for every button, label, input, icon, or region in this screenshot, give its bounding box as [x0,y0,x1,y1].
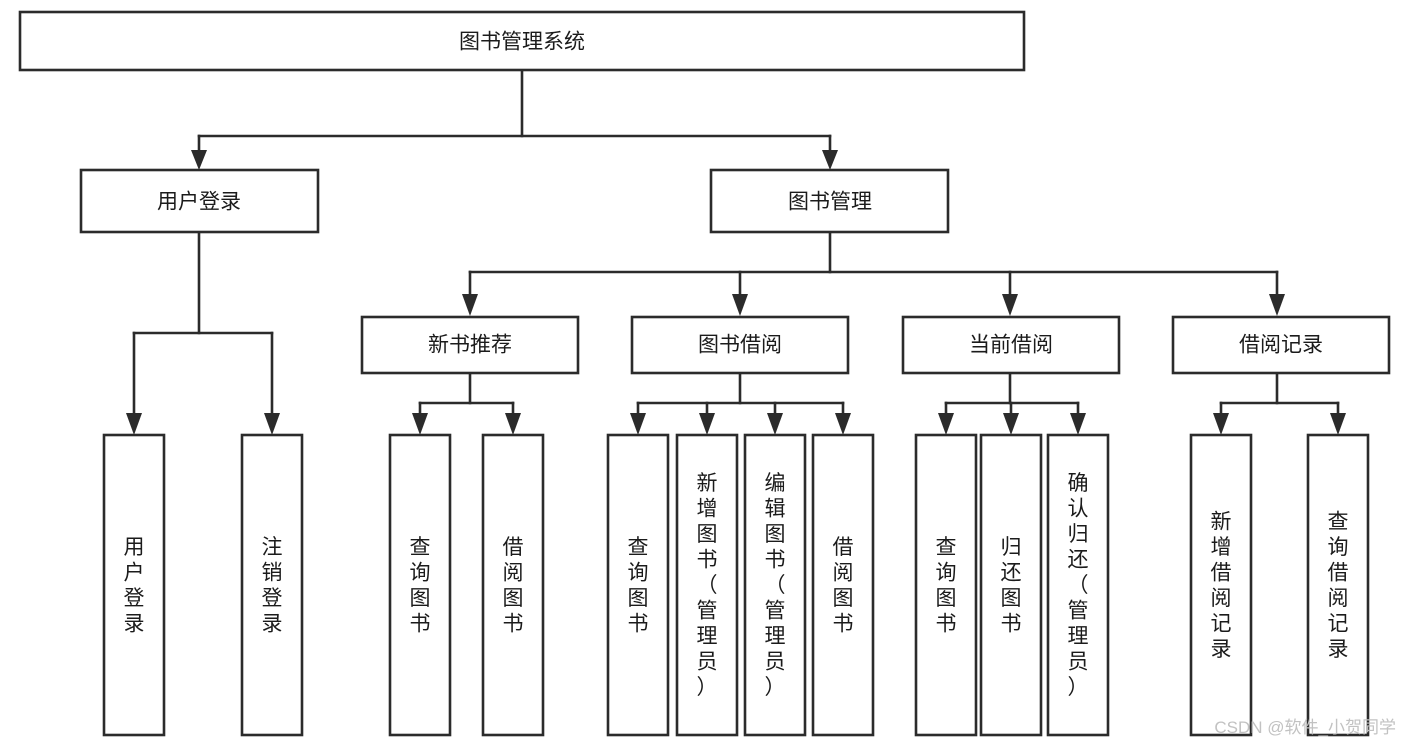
node-leaf-add-record[interactable]: 新增借阅记录 [1189,433,1253,737]
node-root-label: 图书管理系统 [459,31,585,54]
node-leaf-return-book[interactable]: 归还图书 [979,433,1043,737]
watermark-label: CSDN @软件_小贺同学 [1214,718,1396,737]
node-leaf-confirm-return[interactable]: 确认归还（管理员） [1046,433,1110,737]
arrowhead-user-login-leaf-2 [264,413,280,435]
node-user-login-box[interactable] [79,168,320,234]
node-borrow-record[interactable]: 借阅记录 [1171,315,1391,375]
node-leaf-add-record-box[interactable] [1189,433,1253,737]
arrowhead-new-book-leaf-2 [505,413,521,435]
node-leaf-user-login-box[interactable] [102,433,166,737]
node-leaf-borrow-book-2-box[interactable] [811,433,875,737]
node-user-login-label: 用户登录 [157,191,241,214]
node-leaf-user-logout-label: 注销登录 [262,536,283,636]
node-leaf-return-book-box[interactable] [979,433,1043,737]
node-leaf-user-login-label: 用户登录 [124,536,145,636]
node-current-borrow-label: 当前借阅 [969,334,1053,357]
node-leaf-edit-book-label: 编辑图书（管理员） [765,472,786,699]
arrowhead-current-borrow-leaf-2 [1003,413,1019,435]
arrowhead-borrow-record-leaf-2 [1330,413,1346,435]
node-leaf-user-logout-box[interactable] [240,433,304,737]
node-current-borrow[interactable]: 当前借阅 [901,315,1121,375]
arrowhead-new-book-leaf-1 [412,413,428,435]
node-leaf-query-book-2[interactable]: 查询图书 [606,433,670,737]
arrowhead-borrow-record-leaf-1 [1213,413,1229,435]
node-leaf-add-book-box[interactable] [675,433,739,737]
node-book-borrow-box[interactable] [630,315,850,375]
node-book-borrow[interactable]: 图书借阅 [630,315,850,375]
node-leaf-query-book-1[interactable]: 查询图书 [388,433,452,737]
node-leaf-borrow-book-1-label: 借阅图书 [503,536,524,636]
node-leaf-query-book-3-box[interactable] [914,433,978,737]
node-leaf-borrow-book-2-label: 借阅图书 [833,536,854,636]
arrowhead-current-borrow [1002,294,1018,316]
node-new-book-recommend-label: 新书推荐 [428,334,512,357]
node-leaf-borrow-book-2[interactable]: 借阅图书 [811,433,875,737]
arrowhead-book-borrow-leaf-1 [630,413,646,435]
node-user-login[interactable]: 用户登录 [79,168,320,234]
node-leaf-confirm-return-label: 确认归还（管理员） [1068,472,1089,699]
arrowhead-user-login-leaf-1 [126,413,142,435]
arrowhead-root-to-user-login [191,150,207,170]
arrowhead-book-borrow-leaf-2 [699,413,715,435]
arrowhead-book-borrow [732,294,748,316]
node-book-manage-label: 图书管理 [788,191,872,214]
arrowhead-root-to-book-manage [822,150,838,170]
node-leaf-query-book-3[interactable]: 查询图书 [914,433,978,737]
node-leaf-borrow-book-1[interactable]: 借阅图书 [481,433,545,737]
node-leaf-query-book-2-box[interactable] [606,433,670,737]
node-leaf-confirm-return-box[interactable] [1046,433,1110,737]
arrowhead-new-book-recommend [462,294,478,316]
arrowhead-book-borrow-leaf-4 [835,413,851,435]
node-borrow-record-box[interactable] [1171,315,1391,375]
node-leaf-add-book-label: 新增图书（管理员） [697,472,718,699]
node-leaf-edit-book[interactable]: 编辑图书（管理员） [743,433,807,737]
node-leaf-query-book-1-box[interactable] [388,433,452,737]
node-book-manage-box[interactable] [709,168,950,234]
node-leaf-query-book-3-label: 查询图书 [936,536,957,636]
node-leaf-return-book-label: 归还图书 [1001,536,1022,636]
node-leaf-query-record[interactable]: 查询借阅记录 [1306,433,1370,737]
node-leaf-query-record-box[interactable] [1306,433,1370,737]
node-leaf-edit-book-box[interactable] [743,433,807,737]
node-current-borrow-box[interactable] [901,315,1121,375]
arrowhead-current-borrow-leaf-1 [938,413,954,435]
connectors-layer [126,68,1346,435]
arrowhead-borrow-record [1269,294,1285,316]
arrowhead-current-borrow-leaf-3 [1070,413,1086,435]
node-new-book-recommend-box[interactable] [360,315,580,375]
node-book-borrow-label: 图书借阅 [698,334,782,357]
node-borrow-record-label: 借阅记录 [1239,334,1323,357]
node-root[interactable]: 图书管理系统 [18,10,1026,72]
node-book-manage[interactable]: 图书管理 [709,168,950,234]
node-leaf-query-book-2-label: 查询图书 [628,536,649,636]
node-new-book-recommend[interactable]: 新书推荐 [360,315,580,375]
node-leaf-query-book-1-label: 查询图书 [410,536,431,636]
arrowhead-book-borrow-leaf-3 [767,413,783,435]
node-leaf-user-login[interactable]: 用户登录 [102,433,166,737]
node-leaf-add-record-label: 新增借阅记录 [1211,510,1232,661]
node-root-box[interactable] [18,10,1026,72]
node-leaf-query-record-label: 查询借阅记录 [1328,510,1349,661]
node-leaf-borrow-book-1-box[interactable] [481,433,545,737]
node-leaf-add-book[interactable]: 新增图书（管理员） [675,433,739,737]
node-leaf-user-logout[interactable]: 注销登录 [240,433,304,737]
